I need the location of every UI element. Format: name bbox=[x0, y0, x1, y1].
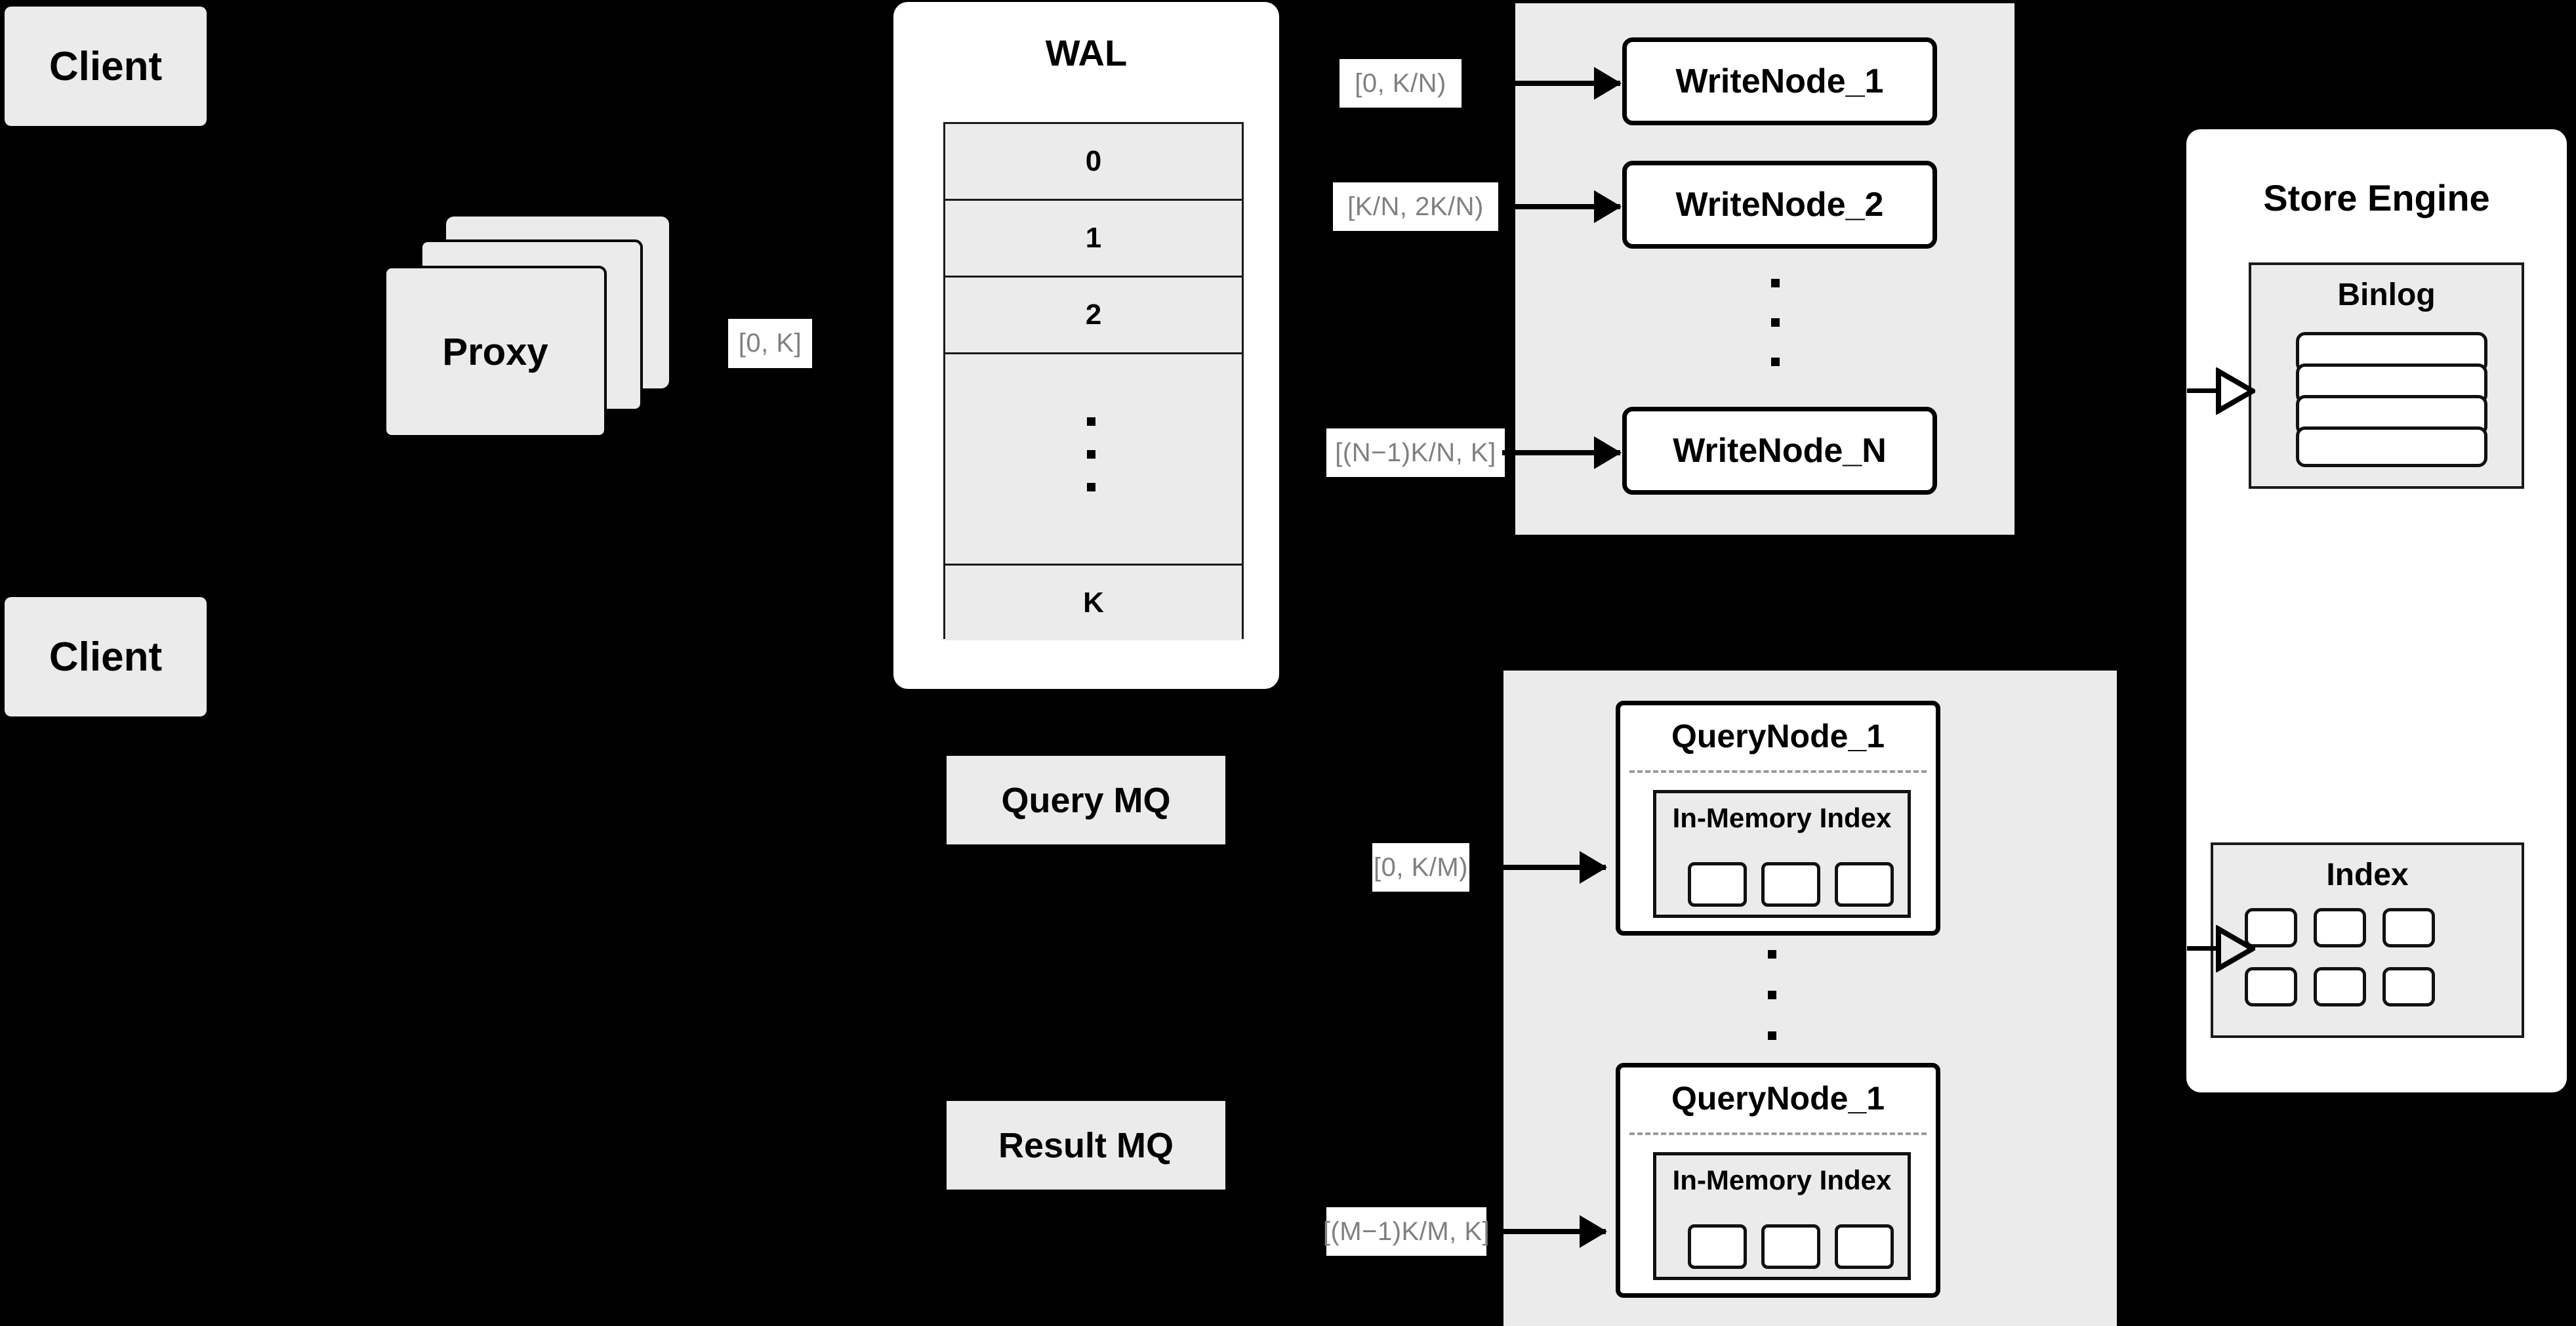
arrow-line-write-n bbox=[1502, 450, 1620, 455]
proxy-box[interactable]: Proxy bbox=[384, 266, 607, 438]
arrow-line-query-1 bbox=[1488, 865, 1606, 870]
write-node-2[interactable]: WriteNode_2 bbox=[1622, 161, 1937, 249]
query-node-divider bbox=[1629, 1132, 1927, 1135]
wal-row[interactable]: 1 bbox=[945, 201, 1242, 278]
index-cell[interactable] bbox=[2382, 908, 2435, 947]
write-node-n[interactable]: WriteNode_N bbox=[1622, 407, 1937, 495]
in-memory-index: In-Memory Index bbox=[1653, 790, 1911, 918]
range-label-text: [0, K/M) bbox=[1373, 852, 1469, 882]
query-node-divider bbox=[1629, 770, 1927, 773]
result-mq-box[interactable]: Result MQ bbox=[947, 1101, 1225, 1190]
range-label-write-1: [0, K/N) bbox=[1339, 59, 1462, 108]
wal-title: WAL bbox=[1045, 32, 1128, 73]
index-cell[interactable] bbox=[1761, 1224, 1820, 1269]
query-node-1[interactable]: QueryNode_1 In-Memory Index bbox=[1616, 701, 1940, 936]
arrow-head-index-icon bbox=[2216, 925, 2255, 972]
in-memory-index-title: In-Memory Index bbox=[1672, 1165, 1892, 1195]
range-label-query-m: [(M−1)K/M, K] bbox=[1323, 1207, 1490, 1256]
range-label-write-n: [(N−1)K/N, K] bbox=[1326, 428, 1505, 477]
arrow-line-query-m bbox=[1488, 1229, 1606, 1234]
index-title: Index bbox=[2326, 858, 2409, 892]
wal-row-label: 2 bbox=[1085, 299, 1102, 331]
index-cell[interactable] bbox=[2382, 967, 2435, 1006]
arrow-head-write-2 bbox=[1594, 190, 1622, 223]
arrow-head-binlog-icon bbox=[2216, 367, 2255, 415]
range-label-write-2: [K/N, 2K/N) bbox=[1333, 182, 1498, 231]
wal-row[interactable]: K bbox=[945, 566, 1242, 640]
range-label-text: [0, K] bbox=[738, 329, 802, 358]
proxy-label: Proxy bbox=[442, 330, 548, 373]
index-panel: Index bbox=[2211, 842, 2524, 1038]
wal-row-label: 0 bbox=[1085, 145, 1102, 177]
client-label: Client bbox=[49, 43, 163, 89]
store-engine-panel: Store Engine Binlog Index bbox=[2186, 129, 2567, 1092]
query-mq-box[interactable]: Query MQ bbox=[947, 756, 1225, 844]
range-label-text: [0, K/N) bbox=[1355, 68, 1446, 98]
arrow-head-query-m bbox=[1580, 1215, 1607, 1248]
write-node-1[interactable]: WriteNode_1 bbox=[1622, 37, 1937, 125]
write-node-label: WriteNode_2 bbox=[1675, 186, 1884, 224]
range-label-text: [K/N, 2K/N) bbox=[1347, 192, 1484, 221]
wal-row-label: 1 bbox=[1085, 222, 1102, 254]
write-cluster-ellipsis bbox=[1771, 279, 1791, 390]
range-label-text: [(M−1)K/M, K] bbox=[1322, 1216, 1490, 1246]
arrow-line-write-1 bbox=[1502, 81, 1620, 86]
index-cell[interactable] bbox=[1835, 862, 1894, 907]
arrow-line-to-binlog bbox=[2187, 388, 2218, 393]
store-engine-title: Store Engine bbox=[2263, 177, 2490, 218]
range-label-text: [(N−1)K/N, K] bbox=[1335, 438, 1496, 467]
write-node-label: WriteNode_N bbox=[1673, 432, 1887, 470]
binlog-panel: Binlog bbox=[2249, 262, 2524, 489]
index-cell[interactable] bbox=[1688, 1224, 1747, 1269]
index-cell[interactable] bbox=[2245, 967, 2297, 1006]
client-box-top[interactable]: Client bbox=[5, 7, 207, 126]
index-cell[interactable] bbox=[2245, 908, 2297, 947]
index-cell[interactable] bbox=[1688, 862, 1747, 907]
arrow-line-to-index bbox=[2187, 946, 2218, 951]
client-label: Client bbox=[49, 634, 163, 680]
query-node-label: QueryNode_1 bbox=[1671, 718, 1885, 755]
wal-table: 0 1 2 K bbox=[943, 122, 1244, 640]
arrow-head-query-1 bbox=[1580, 851, 1607, 884]
query-cluster-ellipsis bbox=[1768, 950, 1788, 1062]
arrow-line-write-2 bbox=[1502, 204, 1620, 209]
query-mq-label: Query MQ bbox=[1001, 780, 1171, 820]
wal-row[interactable]: 0 bbox=[945, 124, 1242, 201]
result-mq-label: Result MQ bbox=[998, 1125, 1174, 1165]
binlog-bar[interactable] bbox=[2296, 426, 2487, 467]
range-label-query-1: [0, K/M) bbox=[1372, 843, 1469, 892]
binlog-title: Binlog bbox=[2337, 278, 2436, 312]
wal-row-ellipsis bbox=[945, 354, 1242, 566]
index-cell[interactable] bbox=[2314, 967, 2366, 1006]
in-memory-index-title: In-Memory Index bbox=[1672, 802, 1892, 833]
arrow-head-write-1 bbox=[1594, 67, 1622, 100]
index-cell[interactable] bbox=[2314, 908, 2366, 947]
in-memory-index: In-Memory Index bbox=[1653, 1152, 1911, 1280]
query-node-2[interactable]: QueryNode_1 In-Memory Index bbox=[1616, 1063, 1940, 1298]
arrow-head-write-n bbox=[1594, 436, 1622, 469]
query-node-label: QueryNode_1 bbox=[1671, 1080, 1885, 1117]
index-cell[interactable] bbox=[1761, 862, 1820, 907]
write-node-label: WriteNode_1 bbox=[1675, 62, 1884, 100]
wal-row-label: K bbox=[1083, 587, 1104, 619]
range-label-proxy-to-wal: [0, K] bbox=[728, 319, 812, 368]
wal-panel: WAL 0 1 2 K bbox=[893, 2, 1279, 689]
wal-row[interactable]: 2 bbox=[945, 278, 1242, 354]
index-cell[interactable] bbox=[1835, 1224, 1894, 1269]
client-box-bottom[interactable]: Client bbox=[5, 597, 207, 716]
